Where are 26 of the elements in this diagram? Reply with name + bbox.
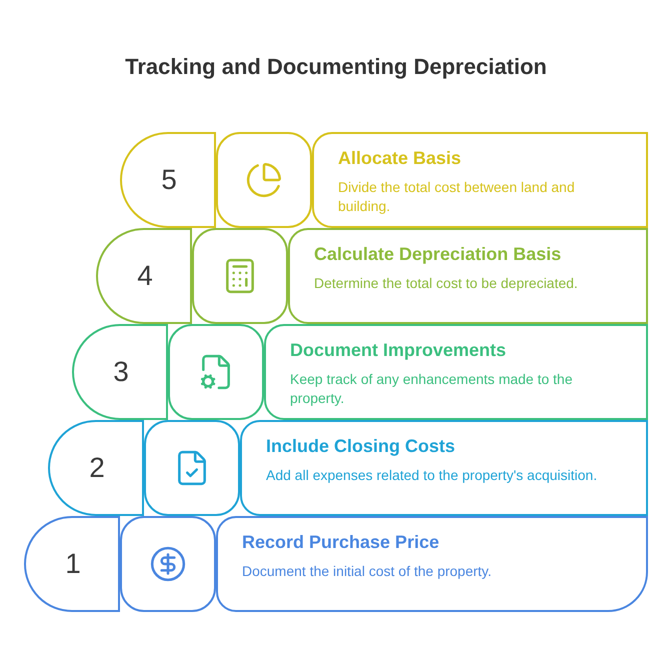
step-number: 1 xyxy=(64,547,81,581)
step-number-tab xyxy=(120,132,216,228)
step-description: Determine the total cost to be depreciated. xyxy=(314,274,579,293)
step-panel xyxy=(264,324,648,420)
step-description: Keep track of any enhancements made to the property. xyxy=(290,370,574,408)
step-panel xyxy=(312,132,648,228)
step-description: Divide the total cost between land and building. xyxy=(338,178,576,216)
step-title: Record Purchase Price xyxy=(242,531,440,554)
step-number: 4 xyxy=(136,259,153,293)
step-title: Include Closing Costs xyxy=(266,435,456,458)
step-panel xyxy=(240,420,648,516)
diagram-title: Tracking and Documenting Depreciation xyxy=(124,53,548,81)
step-title: Document Improvements xyxy=(290,339,508,362)
step-number-tab xyxy=(72,324,168,420)
step-panel xyxy=(288,228,648,324)
step-title: Calculate Depreciation Basis xyxy=(314,243,562,266)
step-description: Add all expenses related to the property's acquisition. xyxy=(266,466,598,485)
step-number: 3 xyxy=(112,355,129,389)
step-description: Document the initial cost of the property. xyxy=(242,562,493,581)
step-title: Allocate Basis xyxy=(338,147,462,170)
step-number: 2 xyxy=(88,451,105,485)
step-number-tab xyxy=(24,516,120,612)
step-panel xyxy=(216,516,648,612)
step-number-tab xyxy=(48,420,144,516)
step-number-tab xyxy=(96,228,192,324)
step-number: 5 xyxy=(160,163,177,197)
